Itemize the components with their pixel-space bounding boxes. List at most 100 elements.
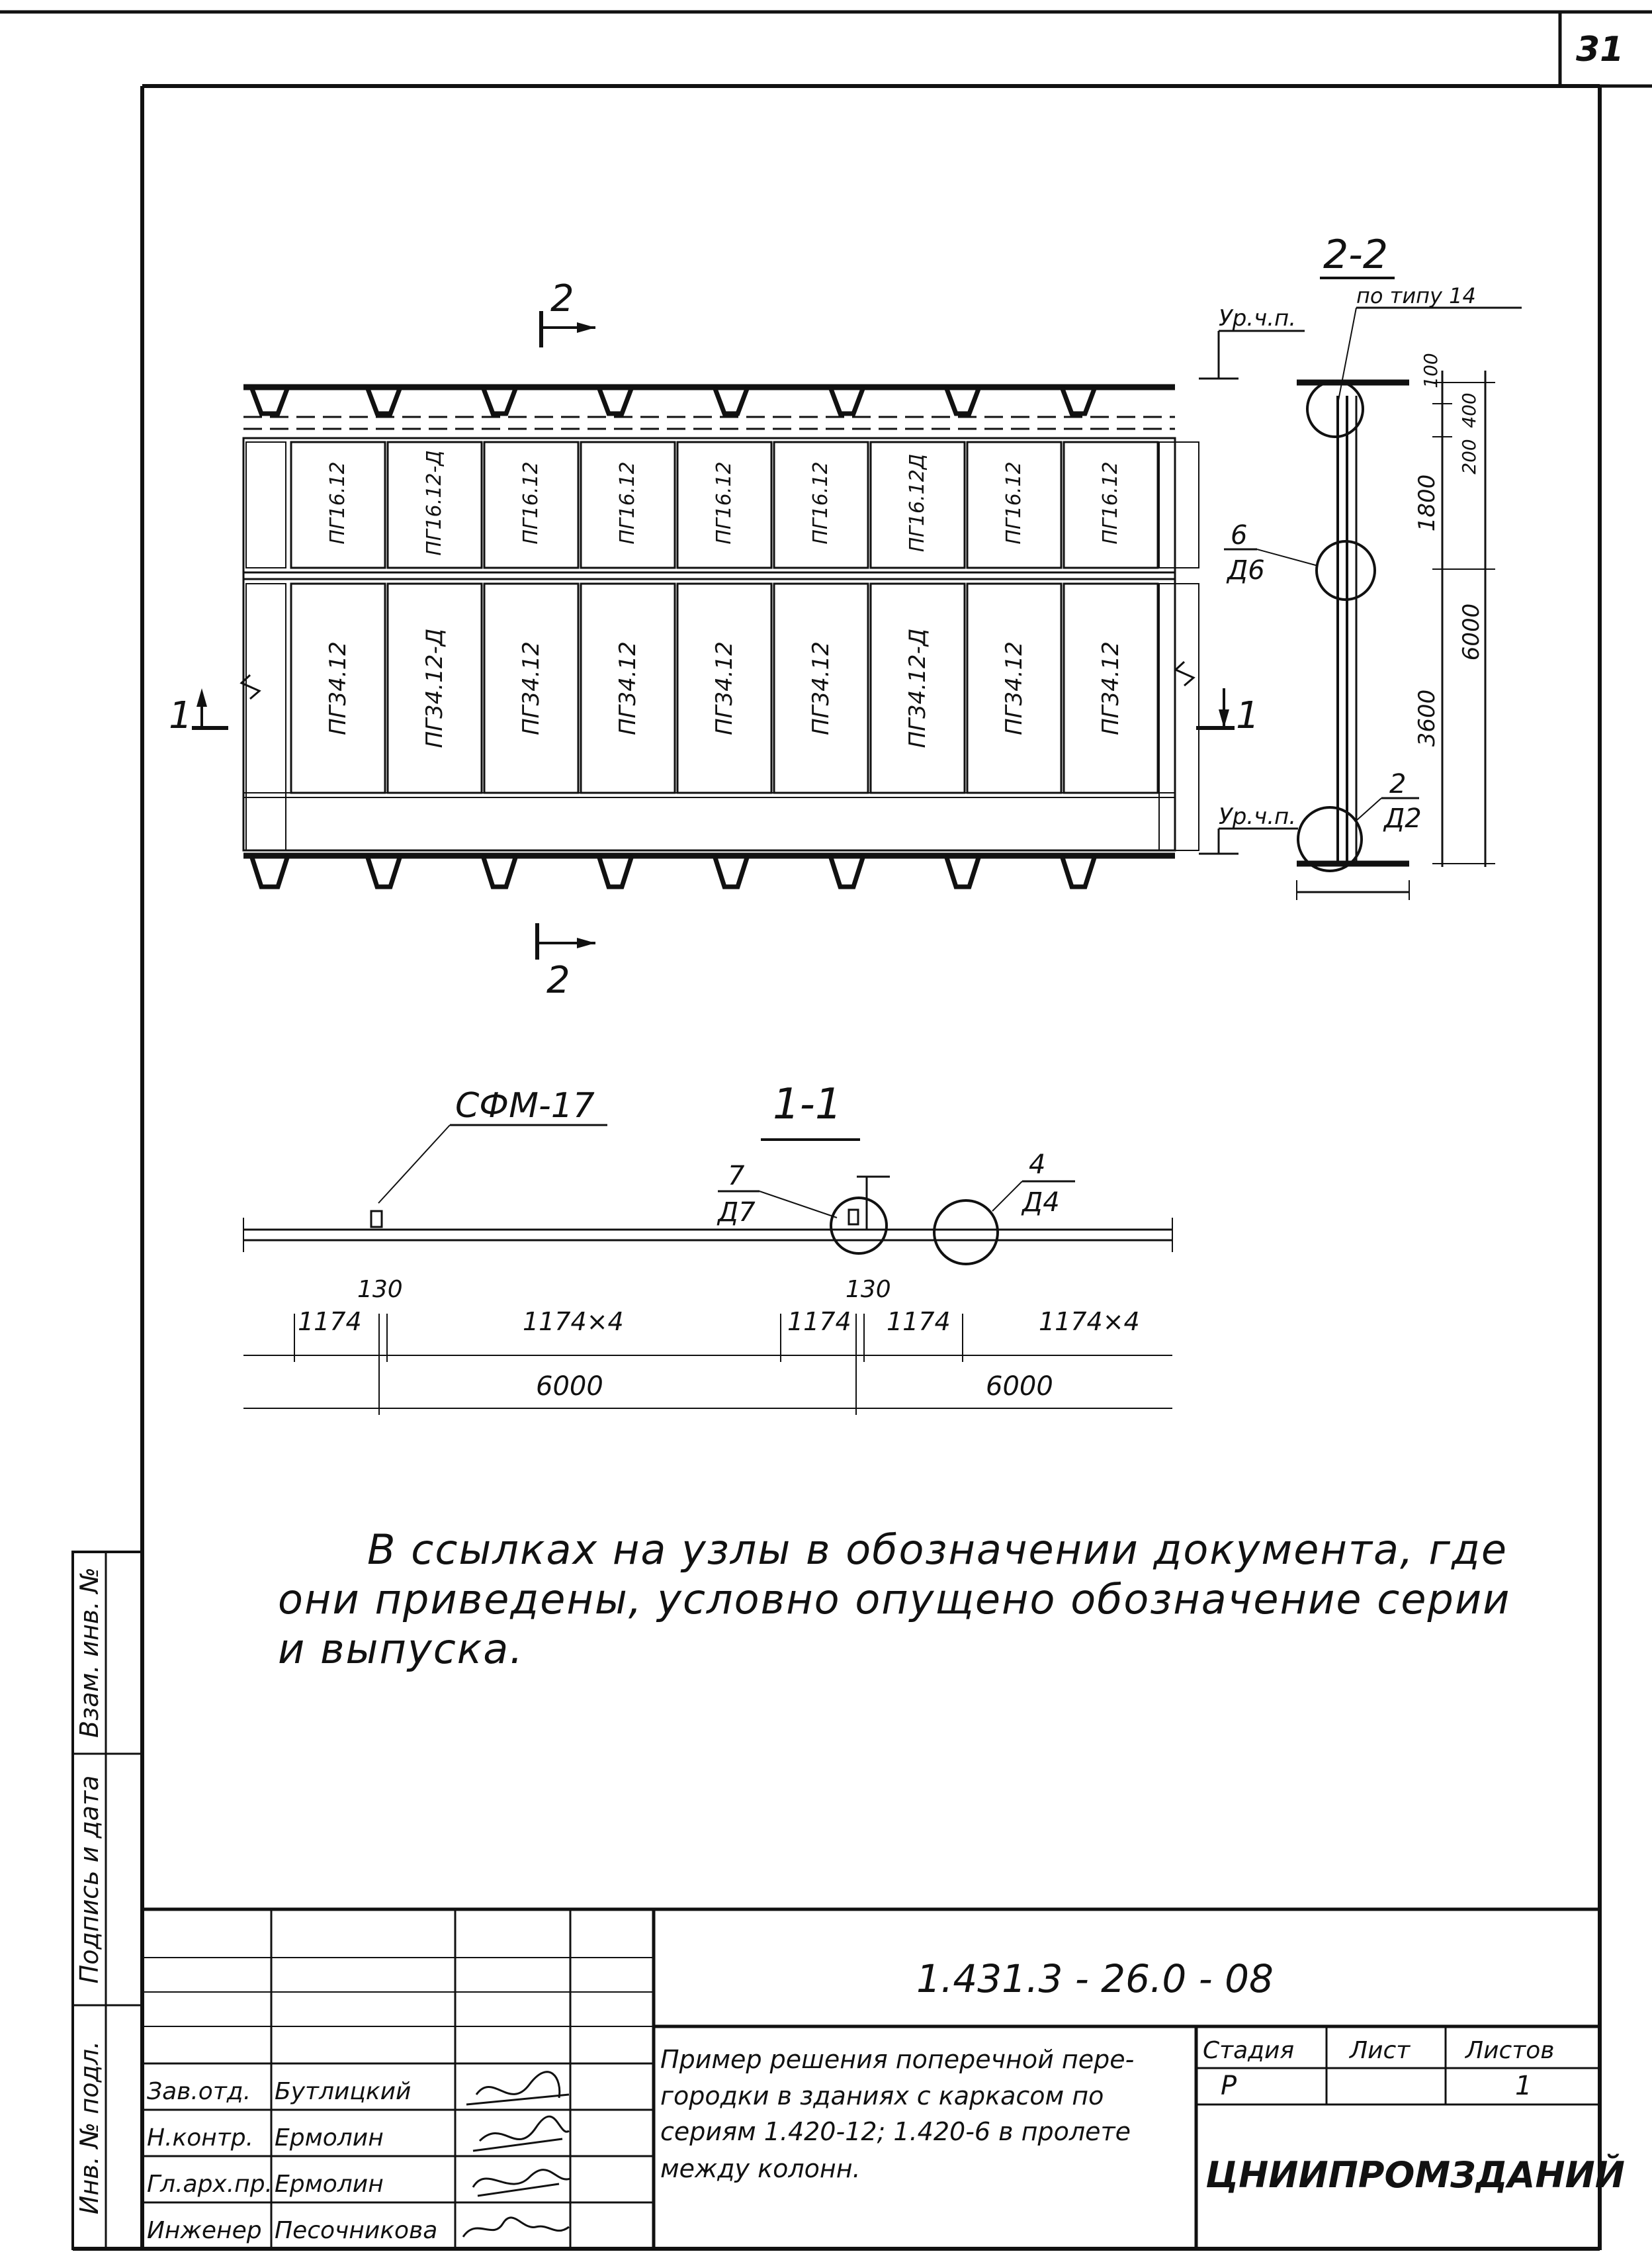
- partition-panel: [483, 582, 580, 794]
- partition-panel: [1063, 441, 1159, 569]
- section-1-1-title: 1-1: [773, 1080, 842, 1129]
- stage-value: Р: [1221, 2071, 1237, 2101]
- node-4-top: 4: [1029, 1150, 1045, 1180]
- upper-panel-label: ПГ16.12: [1002, 461, 1025, 544]
- column-edge-panel: [245, 441, 286, 568]
- upper-panel-label: ПГ16.12: [713, 461, 736, 544]
- node-6-top: 6: [1231, 520, 1247, 551]
- level-label-top: Ур.ч.п.: [1219, 305, 1296, 332]
- cut-mark-2-bottom: 2: [535, 923, 595, 1002]
- dim-3600: 3600: [1414, 690, 1440, 747]
- lower-panel-label: ПГ34.12: [711, 641, 738, 735]
- cut-mark-1-left: 1: [169, 688, 228, 737]
- node-7-top: 7: [728, 1161, 745, 1191]
- name-head-of-dept: Бутлицкий: [275, 2078, 411, 2105]
- dim-1174x4-b: 1174×4: [1039, 1307, 1140, 1336]
- node-7-bottom: Д7: [717, 1197, 756, 1228]
- dim-1174-a: 1174: [298, 1307, 362, 1336]
- gap-130-left: 130: [357, 1276, 403, 1303]
- gap-130-right: 130: [846, 1276, 891, 1303]
- dim-1174x4-a: 1174×4: [523, 1307, 624, 1336]
- upper-panel-label: ПГ16.12: [809, 461, 832, 544]
- partition-panel: [773, 441, 869, 569]
- partition-panel: [869, 582, 966, 794]
- leader-sfm-17: СФМ-17: [455, 1086, 595, 1126]
- dim-1800: 1800: [1414, 475, 1440, 532]
- node-4-bottom: Д4: [1021, 1187, 1060, 1218]
- side-stamp-sign: Подпись и дата: [75, 1776, 104, 1984]
- role-chief-architect: Гл.арх.пр.: [147, 2171, 273, 2198]
- lower-panel-label: ПГ34.12: [518, 641, 544, 735]
- role-norm-control: Н.контр.: [147, 2124, 253, 2151]
- dim-400: 400: [1458, 392, 1480, 428]
- partition-panel: [580, 441, 676, 569]
- lower-panel-label: ПГ34.12: [1098, 641, 1124, 735]
- panel-frames: [245, 441, 1199, 851]
- lower-panel-labels: ПГ34.12 ПГ34.12-Д ПГ34.12 ПГ34.12 ПГ34.1…: [325, 629, 1124, 748]
- note-line-3: и выпуска.: [278, 1625, 524, 1673]
- note-line-1: В ссылках на узлы в обозначении документ…: [367, 1525, 1508, 1574]
- signature-scribbles: [462, 2071, 571, 2238]
- partition-panel: [773, 582, 869, 794]
- role-engineer: Инженер: [147, 2217, 262, 2244]
- partition-panel: [290, 441, 386, 569]
- lower-panel-label: ПГ34.12: [615, 641, 641, 735]
- sheet-frame: [0, 10, 1652, 2251]
- upper-panel-label: ПГ16.12-Д: [423, 450, 446, 555]
- name-engineer: Песочникова: [275, 2217, 437, 2244]
- node-2-bottom: Д2: [1383, 803, 1422, 834]
- partition-panel: [869, 441, 966, 569]
- partition-panel: [290, 582, 386, 794]
- title-block: 1.431.3 - 26.0 - 08 Зав.отд. Бутлицкий Н…: [142, 1907, 1625, 2249]
- cut-mark-1-right: 1: [1196, 688, 1260, 737]
- dim-1174-b: 1174: [787, 1307, 851, 1336]
- cut-mark-2-top: 2: [539, 277, 595, 347]
- role-head-of-dept: Зав.отд.: [147, 2078, 251, 2105]
- node-6-bottom: Д6: [1226, 555, 1265, 586]
- upper-panel-labels: ПГ16.12 ПГ16.12-Д ПГ16.12 ПГ16.12 ПГ16.1…: [326, 450, 1122, 555]
- side-stamp-exch: Взам. инв. №: [75, 1567, 104, 1738]
- note-line-2: они приведены, условно опущено обозначен…: [278, 1575, 1511, 1623]
- dim-6000: 6000: [1458, 604, 1485, 661]
- column-edge-panel: [245, 583, 286, 851]
- lower-panel-label: ПГ34.12: [808, 641, 834, 735]
- description-line-3: сериям 1.420-12; 1.420-6 в пролете: [660, 2117, 1131, 2146]
- name-norm-control: Ермолин: [275, 2124, 384, 2151]
- partition-panel: [386, 441, 483, 569]
- lower-panel-label: ПГ34.12: [1001, 641, 1027, 735]
- cut-label-1-left: 1: [169, 694, 193, 737]
- sheet-label: Лист: [1348, 2037, 1411, 2064]
- side-stamp-inv: Инв. № подл.: [75, 2041, 104, 2214]
- organization-name: ЦНИИПРОМЗДАНИЙ: [1205, 2154, 1625, 2196]
- partition-panel: [483, 441, 580, 569]
- lower-panel-label: ПГ34.12-Д: [904, 629, 931, 748]
- section-1-1: СФМ-17 1-1 7 Д7 4 Д4 130 130 1174: [243, 1080, 1173, 1415]
- page-number: 31: [1576, 30, 1624, 69]
- elevation-view: ПГ16.12 ПГ16.12-Д ПГ16.12 ПГ16.12 ПГ16.1…: [169, 277, 1260, 1002]
- partition-panel: [1063, 582, 1159, 794]
- name-chief-architect: Ермолин: [275, 2171, 384, 2198]
- section-2-2-ref: по типу 14: [1356, 283, 1476, 308]
- description-line-4: между колонн.: [660, 2154, 861, 2183]
- partition-panel: [580, 582, 676, 794]
- section-2-2-title: 2-2: [1323, 232, 1388, 278]
- partition-panel: [676, 441, 773, 569]
- lower-panel-label: ПГ34.12: [325, 641, 351, 735]
- description-line-2: городки в зданиях с каркасом по: [660, 2081, 1104, 2110]
- partition-panel: [966, 441, 1063, 569]
- upper-panel-label: ПГ16.12: [326, 461, 349, 544]
- lower-panel-label: ПГ34.12-Д: [421, 629, 448, 748]
- cut-label-2-bottom: 2: [546, 959, 570, 1002]
- upper-panel-label: ПГ16.12: [519, 461, 543, 544]
- upper-panel-label: ПГ16.12: [616, 461, 639, 544]
- cut-label-1-right: 1: [1236, 694, 1260, 737]
- total-6000-a: 6000: [536, 1371, 603, 1402]
- dim-200: 200: [1458, 439, 1480, 474]
- bottom-slab: [243, 852, 1175, 889]
- cut-label-2-top: 2: [550, 277, 574, 320]
- dim-1174-c: 1174: [887, 1307, 951, 1336]
- dim-100: 100: [1420, 353, 1442, 388]
- sheets-label: Листов: [1464, 2037, 1554, 2064]
- partition-panel: [386, 582, 483, 794]
